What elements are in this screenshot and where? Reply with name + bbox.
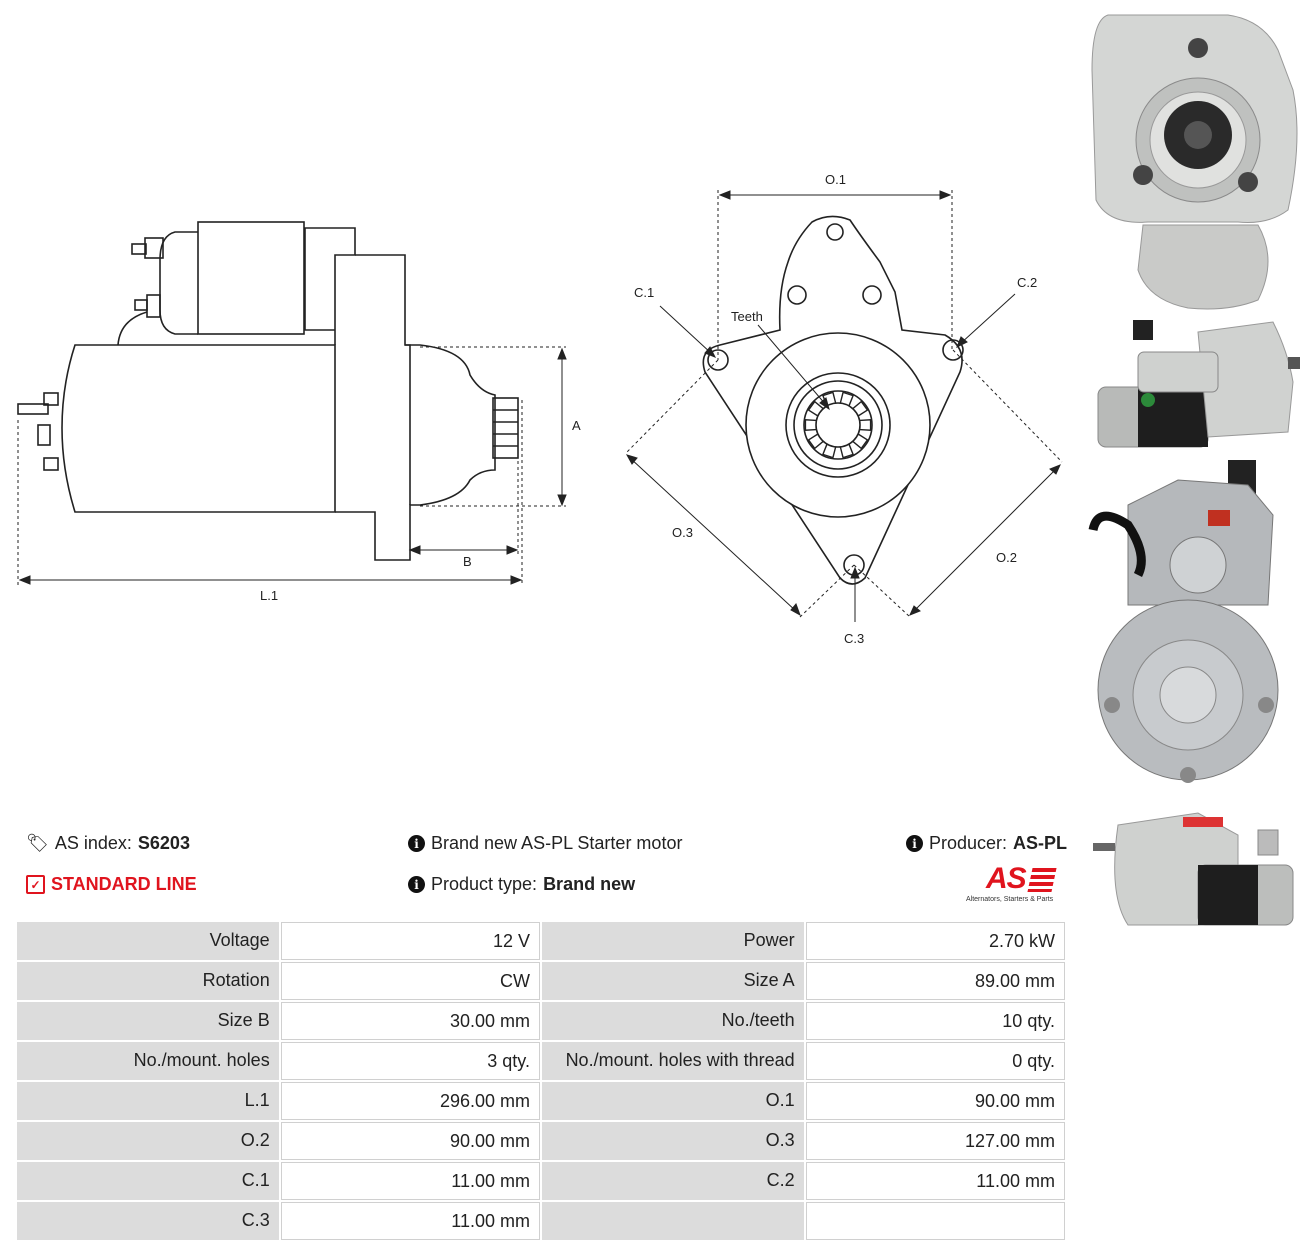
product-type-label: Product type: (431, 874, 538, 894)
spec-label: Size A (541, 962, 804, 1000)
spec-label: Rotation (17, 962, 279, 1000)
spec-value: 3 qty. (280, 1042, 540, 1080)
product-photo-side-2 (1088, 805, 1306, 935)
spec-label: C.2 (541, 1162, 804, 1200)
spec-label: Size B (17, 1002, 279, 1040)
spec-value: 12 V (280, 922, 540, 960)
side-view-drawing: A B L.1 (17, 221, 581, 603)
as-index: 🏷 AS index: S6203 (26, 833, 190, 854)
spec-label: No./mount. holes with thread (541, 1042, 804, 1080)
tags-icon: 🏷 (26, 833, 49, 853)
description-text: Brand new AS-PL Starter motor (431, 833, 683, 853)
spec-value: 11.00 mm (280, 1202, 540, 1240)
spec-value: 127.00 mm (805, 1122, 1065, 1160)
producer-value: AS-PL (1013, 833, 1068, 853)
check-square-icon: ✓ (26, 875, 45, 894)
dim-o1-label: O.1 (825, 172, 846, 187)
info-icon: i (408, 835, 425, 852)
spec-label: No./mount. holes (17, 1042, 279, 1080)
gear-tooth (822, 443, 837, 459)
dim-l1-label: L.1 (260, 588, 278, 603)
spec-value: CW (280, 962, 540, 1000)
spec-value: 10 qty. (805, 1002, 1065, 1040)
dim-c1-label: C.1 (634, 285, 654, 300)
as-pl-logo: AS Alternators, Starters & Parts (962, 862, 1070, 908)
spec-label: O.3 (541, 1122, 804, 1160)
spec-label: Power (541, 922, 804, 960)
gear-tooth (839, 391, 854, 407)
gear-tooth (804, 418, 817, 432)
logo-tagline: Alternators, Starters & Parts (966, 896, 1054, 903)
spec-value: 30.00 mm (280, 1002, 540, 1040)
dim-o2-label: O.2 (996, 550, 1017, 565)
product-line: ✓ STANDARD LINE (26, 874, 197, 895)
producer: i Producer: AS-PL (906, 833, 1067, 854)
product-type: i Product type: Brand new (408, 874, 635, 895)
spec-label: L.1 (17, 1082, 279, 1120)
spec-label: O.1 (541, 1082, 804, 1120)
dim-a-label: A (572, 418, 581, 433)
standard-line-label: STANDARD LINE (51, 874, 197, 894)
producer-label: Producer: (929, 833, 1008, 853)
dim-c3-label: C.3 (844, 631, 864, 646)
dim-o3-label: O.3 (672, 525, 693, 540)
gear-tooth (807, 433, 824, 450)
spec-label: C.3 (17, 1202, 279, 1240)
spec-label: No./teeth (541, 1002, 804, 1040)
teeth-label: Teeth (731, 309, 763, 324)
description: i Brand new AS-PL Starter motor (408, 833, 682, 854)
spec-value (805, 1202, 1065, 1240)
product-photo-front (1088, 10, 1306, 312)
product-type-value: Brand new (543, 874, 636, 894)
spec-value: 90.00 mm (280, 1122, 540, 1160)
spec-value: 0 qty. (805, 1042, 1065, 1080)
spec-value: 11.00 mm (805, 1162, 1065, 1200)
gear-tooth (852, 400, 869, 417)
gear-tooth (839, 443, 854, 459)
gear-tooth (807, 400, 824, 417)
spec-value: 90.00 mm (805, 1082, 1065, 1120)
spec-label: O.2 (17, 1122, 279, 1160)
spec-value: 2.70 kW (805, 922, 1065, 960)
dim-c2-label: C.2 (1017, 275, 1037, 290)
pinion-teeth (804, 391, 872, 459)
gear-tooth (852, 433, 869, 450)
logo-mark: AS (986, 862, 1027, 895)
product-photo-side (1088, 312, 1306, 452)
spec-value: 11.00 mm (280, 1162, 540, 1200)
spec-label (541, 1202, 804, 1240)
info-icon: i (906, 835, 923, 852)
spec-value: 89.00 mm (805, 962, 1065, 1000)
info-icon: i (408, 876, 425, 893)
front-view-drawing: O.1 C.1 C.2 Teeth O.3 O.2 C.3 (625, 172, 1063, 646)
spec-label: Voltage (17, 922, 279, 960)
gear-tooth (859, 418, 872, 432)
spec-label: C.1 (17, 1162, 279, 1200)
product-photo-rear (1088, 455, 1306, 795)
dim-b-label: B (463, 554, 472, 569)
as-index-value: S6203 (137, 833, 190, 853)
logo-stripes (1027, 868, 1057, 892)
as-index-label: AS index: (54, 833, 132, 853)
spec-value: 296.00 mm (280, 1082, 540, 1120)
